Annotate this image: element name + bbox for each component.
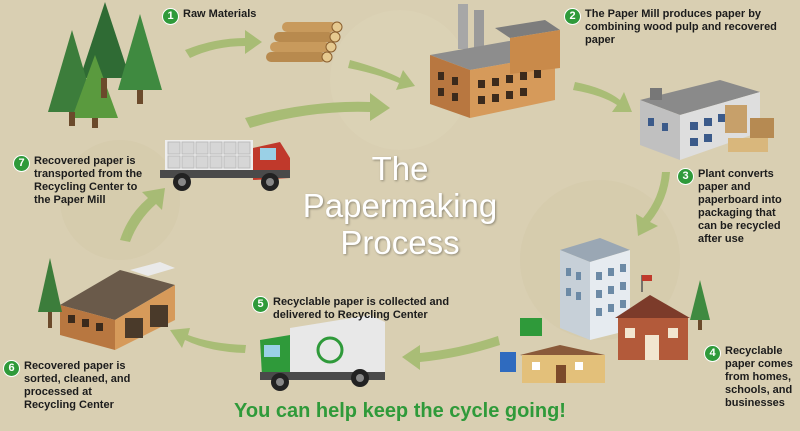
step-label: The Paper Mill produces paper by combini…: [585, 8, 777, 46]
cycle-arrow-icon: [120, 188, 165, 242]
title-line-2: Papermaking: [302, 187, 498, 224]
step-number-badge: 5: [253, 297, 268, 312]
step-number-badge: 7: [14, 156, 29, 171]
cycle-arrow-icon: [170, 328, 246, 353]
step-label: Raw Materials: [183, 8, 257, 20]
buildings-icon: [500, 238, 710, 383]
step-number-badge: 4: [705, 346, 720, 361]
step-6: 6 Recovered paper is sorted, cleaned, an…: [4, 360, 134, 412]
step-3: 3 Plant converts paper and paperboard in…: [678, 168, 796, 246]
footer-tagline: You can help keep the cycle going!: [234, 400, 566, 422]
step-number-badge: 6: [4, 361, 19, 376]
diagram-title: The Papermaking Process: [270, 150, 530, 261]
step-number-badge: 1: [163, 9, 178, 24]
step-label: Recyclable paper comes from homes, schoo…: [725, 345, 793, 409]
flatbed-truck-icon: [160, 140, 290, 191]
step-label: Recyclable paper is collected and delive…: [273, 296, 450, 321]
title-line-3: Process: [340, 224, 460, 261]
recycle-symbol-icon: [316, 336, 344, 364]
title-line-1: The: [371, 150, 429, 187]
cycle-arrow-icon: [636, 172, 670, 236]
packaging-plant-icon: [640, 80, 774, 160]
garbage-truck-icon: [260, 315, 385, 391]
step-2: 2 The Paper Mill produces paper by combi…: [565, 8, 787, 47]
cycle-arrow-icon: [245, 93, 390, 128]
cycle-arrow-icon: [348, 60, 415, 90]
step-4: 4 Recyclable paper comes from homes, sch…: [705, 345, 797, 410]
step-number-badge: 2: [565, 9, 580, 24]
cycle-arrow-icon: [402, 336, 500, 370]
step-5: 5 Recyclable paper is collected and deli…: [253, 296, 493, 322]
cycle-arrow-icon: [185, 30, 262, 58]
logs-icon: [266, 21, 343, 63]
step-label: Plant converts paper and paperboard into…: [698, 168, 782, 245]
step-number-badge: 3: [678, 169, 693, 184]
step-label: Recovered paper is sorted, cleaned, and …: [24, 360, 131, 411]
step-1: 1 Raw Materials: [163, 8, 293, 24]
trees-icon: [48, 2, 162, 128]
step-7: 7 Recovered paper is transported from th…: [14, 155, 154, 207]
recycling-center-icon: [38, 258, 175, 350]
cycle-arrow-icon: [573, 82, 632, 112]
paper-mill-icon: [430, 4, 560, 118]
step-label: Recovered paper is transported from the …: [34, 155, 143, 206]
